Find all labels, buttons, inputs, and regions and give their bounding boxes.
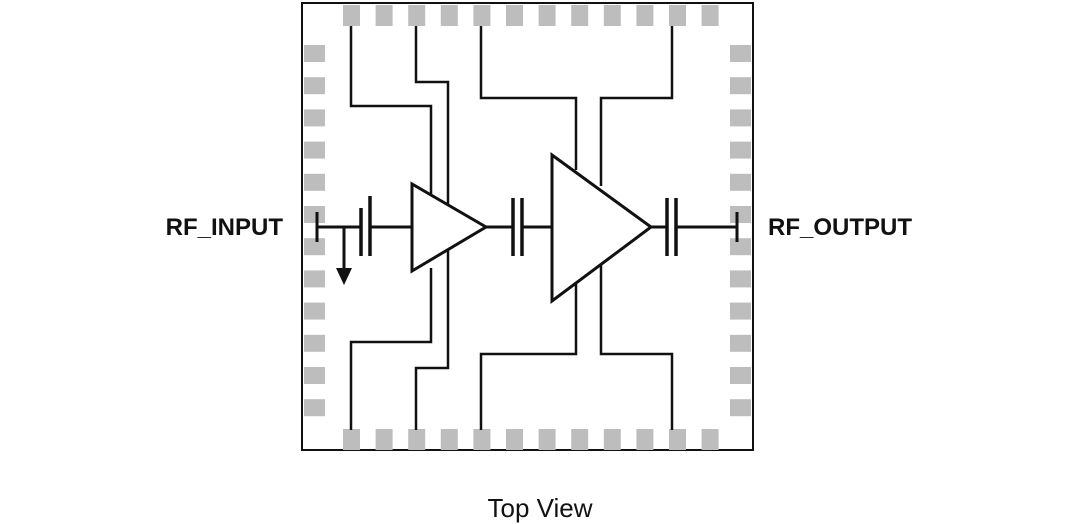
- package-pad-right: [730, 109, 751, 127]
- package-pad-bottom: [506, 429, 523, 450]
- package-pad-top: [538, 5, 556, 26]
- bias-trace-bottom-2: [414, 250, 450, 430]
- package-pad-left: [304, 302, 325, 320]
- package-pad-top: [701, 5, 719, 26]
- bias-trace-bottom-3: [479, 275, 578, 430]
- package-pad-right: [730, 206, 751, 223]
- package-pad-left: [304, 270, 325, 288]
- package-pad-left: [304, 334, 325, 352]
- bias-trace-top-1: [349, 26, 433, 200]
- package-pad-left: [304, 367, 325, 384]
- amplifier-stage-1: [410, 181, 489, 274]
- rf-input-label: RF_INPUT: [166, 214, 284, 241]
- package-pad-bottom: [473, 429, 491, 450]
- package-pad-left: [304, 141, 325, 159]
- package-pad-left: [304, 45, 325, 62]
- package-pad-left: [304, 238, 325, 256]
- package-pad-top: [636, 5, 654, 26]
- package-pad-bottom: [538, 429, 556, 450]
- package-pad-top: [506, 5, 523, 26]
- package-pad-top: [343, 5, 360, 26]
- package-pad-top: [603, 5, 621, 26]
- package-pad-bottom: [571, 429, 589, 450]
- package-pad-right: [730, 367, 751, 384]
- package-pad-bottom: [636, 429, 654, 450]
- bias-trace-top-3: [479, 26, 578, 170]
- top-view-caption: Top View: [487, 493, 592, 523]
- package-pad-top: [440, 5, 458, 26]
- amplifier-stage-2: [550, 152, 654, 304]
- ground-arrow-icon: [336, 268, 352, 285]
- package-pad-top: [473, 5, 491, 26]
- package-pad-bottom: [701, 429, 719, 450]
- package-pad-top: [408, 5, 426, 26]
- rf-output-label: RF_OUTPUT: [768, 214, 912, 241]
- package-pad-left: [304, 399, 325, 417]
- package-pad-right: [730, 302, 751, 320]
- package-pad-left: [304, 206, 325, 223]
- bias-trace-bottom-1: [349, 268, 433, 430]
- package-pad-bottom: [603, 429, 621, 450]
- package-pad-bottom: [408, 429, 426, 450]
- package-pad-bottom: [375, 429, 393, 450]
- package-pad-top: [375, 5, 393, 26]
- package-pad-right: [730, 173, 751, 191]
- bias-trace-top-4: [599, 26, 674, 186]
- internal-traces: [349, 26, 674, 430]
- bias-trace-top-2: [414, 26, 450, 210]
- package-pad-right: [730, 77, 751, 95]
- package-pad-right: [730, 399, 751, 417]
- package-pad-bottom: [440, 429, 458, 450]
- package-pad-left: [304, 109, 325, 127]
- package-pad-right: [730, 45, 751, 62]
- rf-signal-path: [315, 152, 739, 304]
- package-pad-bottom: [343, 429, 360, 450]
- package-pad-right: [730, 141, 751, 159]
- package-pad-left: [304, 173, 325, 191]
- package-pad-top: [669, 5, 686, 26]
- bias-trace-bottom-4: [599, 262, 674, 430]
- package-pad-left: [304, 77, 325, 95]
- package-pad-top: [571, 5, 589, 26]
- package-pad-right: [730, 334, 751, 352]
- package-pad-bottom: [669, 429, 686, 450]
- package-pad-right: [730, 238, 751, 256]
- package-pads: [304, 5, 751, 450]
- package-pad-right: [730, 270, 751, 288]
- package-outline: [301, 2, 754, 451]
